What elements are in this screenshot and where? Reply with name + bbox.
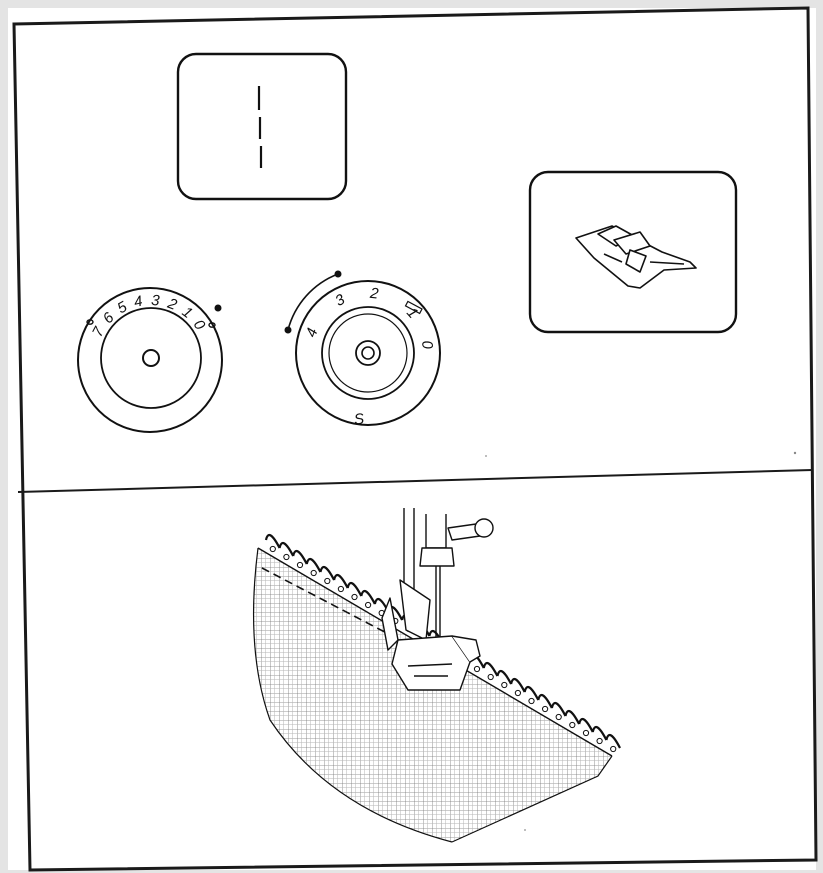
stitch-pattern-box: [178, 54, 346, 199]
width-indicator-dot: [215, 305, 222, 312]
arc-end-dot: [285, 327, 292, 334]
presser-foot-box: [530, 172, 736, 332]
arc-end-dot: [335, 271, 342, 278]
